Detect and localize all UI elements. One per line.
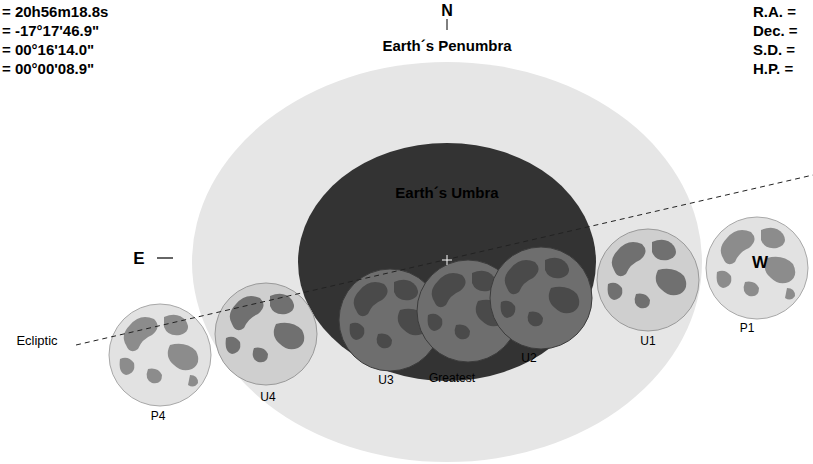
ra-key: R.A. = <box>753 4 796 19</box>
moon-u3 <box>339 269 441 371</box>
compass-east: E <box>133 250 144 267</box>
moon-p4 <box>109 304 211 406</box>
compass-north: N <box>441 3 453 19</box>
moon-u2 <box>490 247 592 349</box>
sd-key: S.D. = <box>753 42 795 57</box>
moon-p1 <box>706 217 808 319</box>
contact-label: Greatest <box>429 372 475 384</box>
ecliptic-line <box>76 175 813 345</box>
contact-label: U4 <box>260 391 275 403</box>
region-outline <box>298 143 596 381</box>
contact-label: P1 <box>740 322 755 334</box>
east-tick <box>157 257 173 258</box>
hp-value: = 00°00'08.9" <box>2 61 94 76</box>
umbra-region: Earth´s Umbra <box>298 143 596 381</box>
center-cross <box>447 255 448 265</box>
moon-greatest <box>417 260 519 362</box>
region-title: Earth´s Penumbra <box>382 38 511 53</box>
hp-key: H.P. = <box>753 61 793 76</box>
contact-label: U1 <box>640 335 655 347</box>
ecliptic-label: Ecliptic <box>16 334 57 347</box>
center-cross <box>442 260 452 261</box>
compass-west: W <box>752 254 768 271</box>
west-tick <box>736 261 750 262</box>
moon-u1 <box>597 229 699 331</box>
moon-u4 <box>215 283 317 385</box>
ra-value: = 20h56m18.8s <box>2 4 108 19</box>
contact-label: P4 <box>151 410 166 422</box>
north-tick <box>447 19 448 30</box>
dec-key: Dec. = <box>753 23 798 38</box>
region-title: Earth´s Umbra <box>395 185 498 200</box>
contact-label: U2 <box>521 352 536 364</box>
sd-value: = 00°16'14.0" <box>2 42 94 57</box>
contact-label: U3 <box>378 374 393 386</box>
dec-value: = -17°17'46.9" <box>2 23 99 38</box>
